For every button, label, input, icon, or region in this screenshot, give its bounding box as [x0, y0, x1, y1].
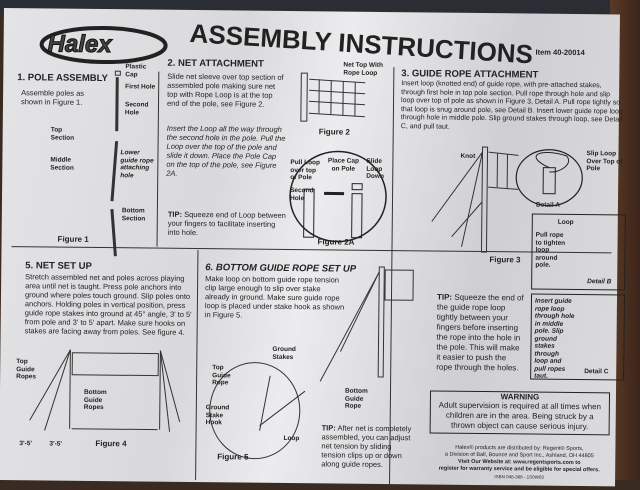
label-top-guide-rope: Top Guide Rope — [212, 364, 242, 387]
tip-label: TIP: — [437, 293, 452, 302]
logo-text: Halex — [47, 30, 111, 59]
detail-a-circle — [514, 147, 585, 208]
warning-text: Adult supervision is required at all tim… — [431, 400, 609, 432]
label-knot: Knot — [460, 153, 475, 161]
item-number: Item 40-20014 — [536, 48, 585, 58]
section-3-text: Insert loop (knotted end) of guide rope,… — [401, 80, 624, 133]
figure-2a-caption: Figure 2A — [318, 237, 355, 246]
section-3-tip: TIP: Squeeze the end of the guide rope l… — [436, 293, 525, 374]
section-2-text-1: Slide net sleeve over top section of ass… — [167, 72, 287, 109]
instruction-sheet: Halex ASSEMBLY INSTRUCTIONS Item 40-2001… — [0, 8, 620, 486]
figure-4-caption: Figure 4 — [95, 439, 126, 448]
label-ground-stake-hook: Ground Stake Hook — [206, 404, 236, 427]
label-plastic-cap: Plastic Cap — [125, 63, 157, 78]
label-second-hole: Second Hole — [125, 101, 157, 116]
label-pull-rope: Pull rope to tighten loop around pole. — [535, 232, 569, 270]
label-middle-section: Middle Section — [50, 156, 80, 171]
label-bottom-section: Bottom Section — [122, 207, 156, 222]
section-5-heading: 5. NET SET UP — [25, 260, 92, 272]
label-slip-loop: Slip Loop Over Top of Pole — [586, 150, 622, 173]
figure-5-caption: Figure 5 — [217, 452, 248, 461]
label-net-top: Net Top With Rope Loop — [343, 62, 391, 78]
distance-1: 3'-5' — [19, 440, 32, 448]
label-top-section: Top Section — [51, 126, 81, 141]
figure-1-caption: Figure 1 — [58, 235, 89, 244]
section-2-text-2: Insert the Loop all the way through the … — [166, 124, 287, 179]
footer: Halex® products are distributed by: Rege… — [429, 444, 609, 481]
section-2-heading: 2. NET ATTACHMENT — [167, 58, 264, 70]
warning-box: WARNING Adult supervision is required at… — [430, 390, 610, 435]
label-first-hole: First Hole — [125, 83, 157, 91]
label-bottom-guide-rope: Bottom Guide Rope — [345, 388, 377, 411]
detail-a-caption: Detail A — [536, 202, 560, 210]
tip-text: Squeeze the end of the guide rope loop t… — [436, 293, 524, 373]
tip-text: After net is completely assembled, you c… — [321, 424, 411, 469]
figure-3-diagram — [421, 146, 522, 257]
label-place-cap: Place Cap on Pole — [326, 157, 360, 172]
section-1-text: Assemble poles as shown in Figure 1. — [21, 88, 91, 107]
label-ground-stakes: Ground Stakes — [272, 346, 302, 361]
label-loop-b: Loop — [558, 219, 574, 227]
distance-2: 3'-5' — [49, 440, 62, 448]
label-top-ropes: Top Guide Ropes — [16, 358, 44, 381]
divider — [157, 72, 160, 247]
tip-label: TIP: — [168, 210, 182, 219]
figure-2-caption: Figure 2 — [319, 127, 350, 136]
detail-c-text: Insert guide rope loop through hole in m… — [534, 298, 575, 381]
figure-3-caption: Figure 3 — [489, 255, 520, 264]
section-2-tip: TIP: Squeeze end of Loop between your fi… — [168, 210, 288, 238]
detail-b-caption: Detail B — [587, 278, 611, 286]
label-second-hole-2a: Second Hole — [290, 187, 316, 202]
section-3-heading: 3. GUIDE ROPE ATTACHMENT — [401, 68, 538, 80]
label-slide-loop: Slide Loop Down — [366, 158, 390, 181]
brand-logo: Halex — [35, 24, 165, 65]
section-5-text: Stretch assembled net and poles across p… — [25, 272, 194, 337]
label-pull-loop: Pull Loop over top of Pole — [290, 159, 322, 182]
tip-text: Squeeze end of Loop between your fingers… — [168, 210, 286, 237]
label-lower-hole: Lower guide rope attaching hole — [120, 149, 156, 179]
label-bottom-ropes: Bottom Guide Ropes — [84, 389, 116, 412]
section-6-tip: TIP: After net is completely assembled, … — [321, 423, 411, 469]
detail-c-caption: Detail C — [584, 368, 608, 376]
section-1-heading: 1. POLE ASSEMBLY — [17, 72, 108, 84]
figure-2-net-diagram — [299, 73, 370, 124]
divider — [195, 250, 198, 480]
label-loop: Loop — [283, 435, 299, 443]
tip-label: TIP: — [322, 423, 336, 432]
